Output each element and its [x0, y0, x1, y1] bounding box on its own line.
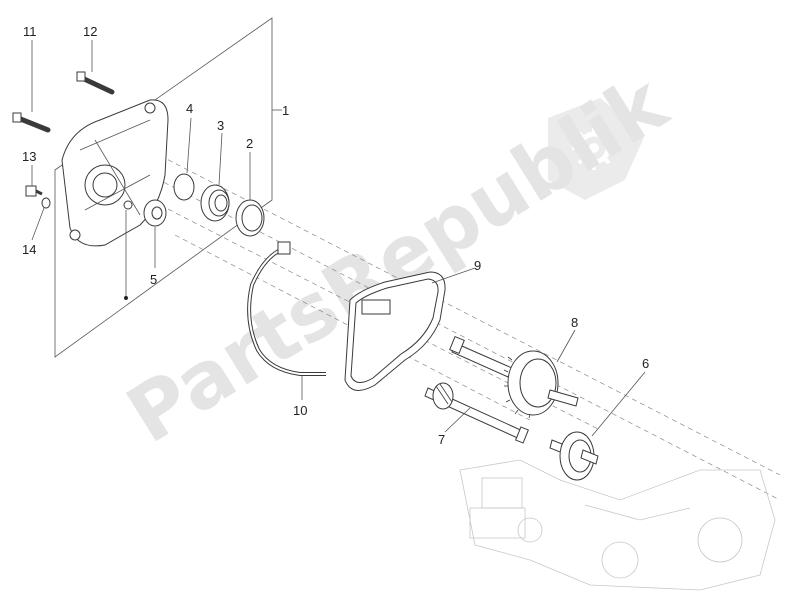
- seal-ring: [235, 199, 265, 237]
- callout-7: 7: [438, 432, 445, 447]
- intermediate-gear-shaft: [449, 335, 579, 419]
- cover-housing: [61, 99, 169, 247]
- screw: [25, 185, 43, 197]
- callout-13: 13: [22, 149, 36, 164]
- pinion-shaft: [424, 382, 529, 444]
- callout-4: 4: [186, 101, 193, 116]
- leader-lines: [31, 40, 646, 437]
- gasket: [344, 271, 446, 391]
- assembly-frame: [54, 17, 273, 358]
- callout-5: 5: [150, 272, 157, 287]
- callout-3: 3: [217, 118, 224, 133]
- watermark: PartsRepublik: [112, 58, 683, 462]
- callout-10: 10: [293, 403, 307, 418]
- small-bearing: [143, 199, 167, 227]
- gear-icon: [572, 126, 616, 170]
- callout-11: 11: [23, 24, 37, 39]
- snap-ring: [173, 173, 195, 201]
- callout-1: 1: [282, 103, 289, 118]
- callout-6: 6: [642, 356, 649, 371]
- callout-8: 8: [571, 315, 578, 330]
- washer: [41, 197, 51, 209]
- callout-14: 14: [22, 242, 36, 257]
- gear: [549, 431, 599, 481]
- callout-12: 12: [83, 24, 97, 39]
- breather-hose: [247, 241, 326, 376]
- bearing: [200, 184, 230, 222]
- bolt: [76, 71, 115, 95]
- callout-2: 2: [246, 136, 253, 151]
- long-bolt: [12, 112, 51, 133]
- watermark-text: PartsRepublik: [112, 58, 683, 462]
- callout-9: 9: [474, 258, 481, 273]
- callouts: 11 12 13 14 1 4 3 2 5 9 8 6 7 10: [22, 24, 649, 447]
- engine-sketch: [459, 459, 776, 591]
